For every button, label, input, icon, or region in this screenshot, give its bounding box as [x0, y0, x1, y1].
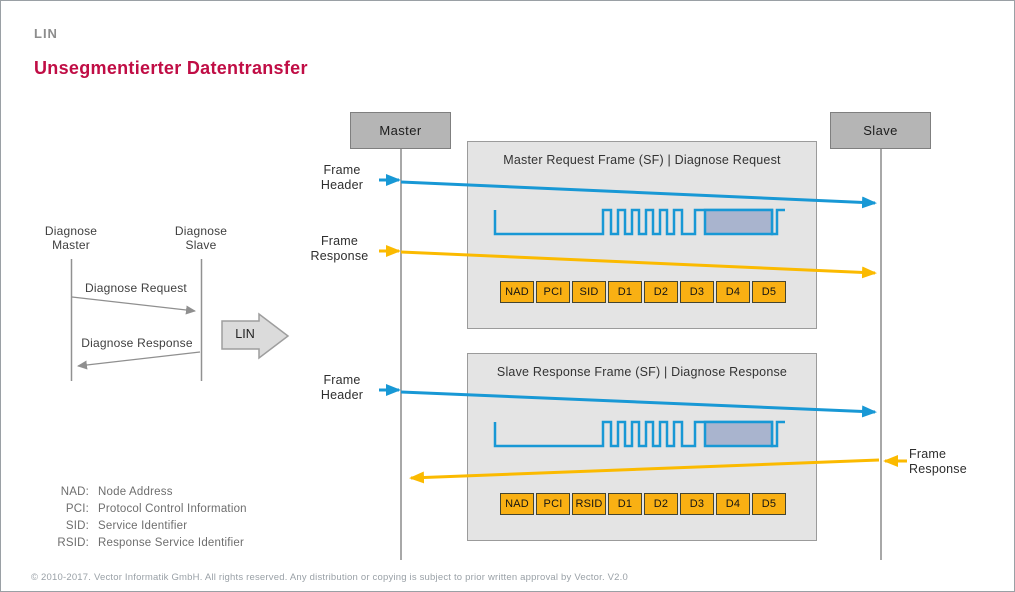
- actor-label-line: Diagnose: [174, 224, 228, 238]
- legend: NAD: Node Address PCI: Protocol Control …: [37, 483, 247, 551]
- byte-field: D3: [680, 493, 714, 515]
- legend-row: NAD: Node Address: [37, 483, 247, 500]
- legend-row: SID: Service Identifier: [37, 517, 247, 534]
- slave-node-label: Slave: [863, 123, 898, 138]
- byte-field: NAD: [500, 281, 534, 303]
- diagnose-request-label: Diagnose Request: [85, 281, 187, 295]
- byte-field-row: NAD PCI SID D1 D2 D3 D4 D5: [500, 281, 786, 303]
- legend-text: Service Identifier: [98, 519, 188, 532]
- page-title: Unsegmentierter Datentransfer: [34, 58, 308, 78]
- byte-field: PCI: [536, 493, 570, 515]
- legend-row: RSID: Response Service Identifier: [37, 534, 247, 551]
- actor-label-line: Master: [52, 238, 90, 252]
- legend-abbr: PCI:: [65, 502, 89, 515]
- legend-text: Response Service Identifier: [98, 536, 245, 549]
- signal-trace: [493, 208, 785, 236]
- byte-field: D1: [608, 493, 642, 515]
- actor-label-line: Slave: [185, 238, 217, 252]
- lin-signal-waveform: [493, 208, 785, 236]
- frame-response-label-top: Frame Response: [310, 234, 369, 263]
- legend-abbr: SID:: [65, 519, 89, 532]
- master-request-frame-box: Master Request Frame (SF) | Diagnose Req…: [467, 141, 817, 329]
- signal-trace: [493, 420, 785, 448]
- diagnose-request-arrow: [71, 296, 196, 315]
- diagnose-response-label: Diagnose Response: [81, 336, 193, 350]
- slave-node-box: Slave: [830, 112, 931, 149]
- signal-data-segment: [703, 420, 774, 448]
- lin-signal-waveform: [493, 420, 785, 448]
- slave-response-frame-box: Slave Response Frame (SF) | Diagnose Res…: [467, 353, 817, 541]
- byte-field: D5: [752, 281, 786, 303]
- signal-data-segment: [703, 208, 774, 236]
- legend-abbr: NAD:: [60, 485, 89, 498]
- actor-label-line: Diagnose: [44, 224, 98, 238]
- byte-field: D1: [608, 281, 642, 303]
- category-label: LIN: [34, 26, 58, 41]
- master-node-label: Master: [379, 123, 422, 138]
- legend-row: PCI: Protocol Control Information: [37, 500, 247, 517]
- byte-field: D2: [644, 493, 678, 515]
- byte-field: PCI: [536, 281, 570, 303]
- byte-field-row: NAD PCI RSID D1 D2 D3 D4 D5: [500, 493, 786, 515]
- legend-abbr: RSID:: [57, 536, 89, 549]
- frame-title: Master Request Frame (SF) | Diagnose Req…: [503, 153, 781, 167]
- byte-field: D3: [680, 281, 714, 303]
- legend-text: Node Address: [98, 485, 173, 498]
- byte-field: SID: [572, 281, 606, 303]
- legend-text: Protocol Control Information: [98, 502, 247, 515]
- byte-field: RSID: [572, 493, 606, 515]
- byte-field: D4: [716, 493, 750, 515]
- lin-arrow-label: LIN: [235, 327, 255, 341]
- diagnose-response-arrow: [77, 351, 201, 370]
- actor-diagnose-master: Diagnose Master: [19, 224, 123, 252]
- frame-response-label-bottom: Frame Response: [909, 447, 967, 476]
- master-node-box: Master: [350, 112, 451, 149]
- byte-field: D5: [752, 493, 786, 515]
- frame-header-label-top: Frame Header: [320, 163, 364, 192]
- byte-field: D2: [644, 281, 678, 303]
- actor-diagnose-slave: Diagnose Slave: [149, 224, 253, 252]
- frame-title: Slave Response Frame (SF) | Diagnose Res…: [496, 365, 788, 379]
- copyright-footer: © 2010-2017. Vector Informatik GmbH. All…: [31, 572, 628, 583]
- byte-field: D4: [716, 281, 750, 303]
- frame-header-label-bottom: Frame Header: [320, 373, 364, 402]
- byte-field: NAD: [500, 493, 534, 515]
